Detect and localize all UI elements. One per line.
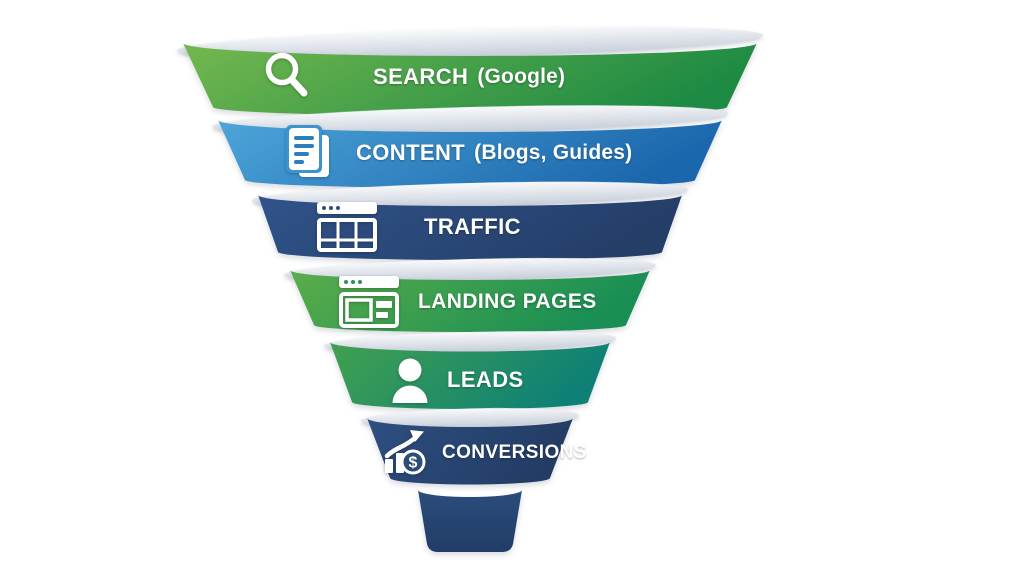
svg-text:$: $ (409, 455, 418, 472)
stage-lip (324, 331, 616, 353)
user-icon (388, 357, 432, 403)
stage-label-row-traffic: TRAFFIC (316, 202, 521, 252)
funnel-stage-content (212, 105, 728, 188)
stage-lip (252, 181, 688, 209)
stage-label-row-leads: LEADS (388, 357, 524, 403)
stage-band (218, 120, 722, 188)
growth-chart-dollar-icon: $ (384, 429, 436, 477)
stage-label-row-search: SEARCH (Google) (261, 50, 565, 104)
stage-label: CONTENT (356, 140, 466, 165)
stage-label: LEADS (447, 367, 524, 392)
stage-label: LANDING PAGES (418, 290, 597, 313)
search-icon (261, 50, 315, 104)
stage-lip (212, 105, 728, 135)
stage-sublabel: (Google) (477, 65, 566, 88)
stage-label-row-content: CONTENT (Blogs, Guides) (284, 125, 632, 181)
funnel-stage-search (177, 27, 763, 116)
browser-layout-icon (338, 276, 400, 328)
stage-label-row-landing-pages: LANDING PAGES (338, 276, 597, 328)
stage-label: CONVERSIONS (442, 442, 587, 463)
stage-label: SEARCH (373, 64, 469, 89)
stage-lip (177, 27, 763, 59)
browser-table-icon (316, 202, 378, 252)
stage-lip (361, 408, 579, 428)
stage-label-row-conversions: $ CONVERSIONS (384, 429, 587, 477)
stage-band (183, 43, 757, 116)
stage-sublabel: (Blogs, Guides) (474, 141, 633, 164)
funnel-spout (418, 490, 522, 552)
document-icon (284, 125, 334, 181)
stage-label: TRAFFIC (424, 214, 521, 239)
